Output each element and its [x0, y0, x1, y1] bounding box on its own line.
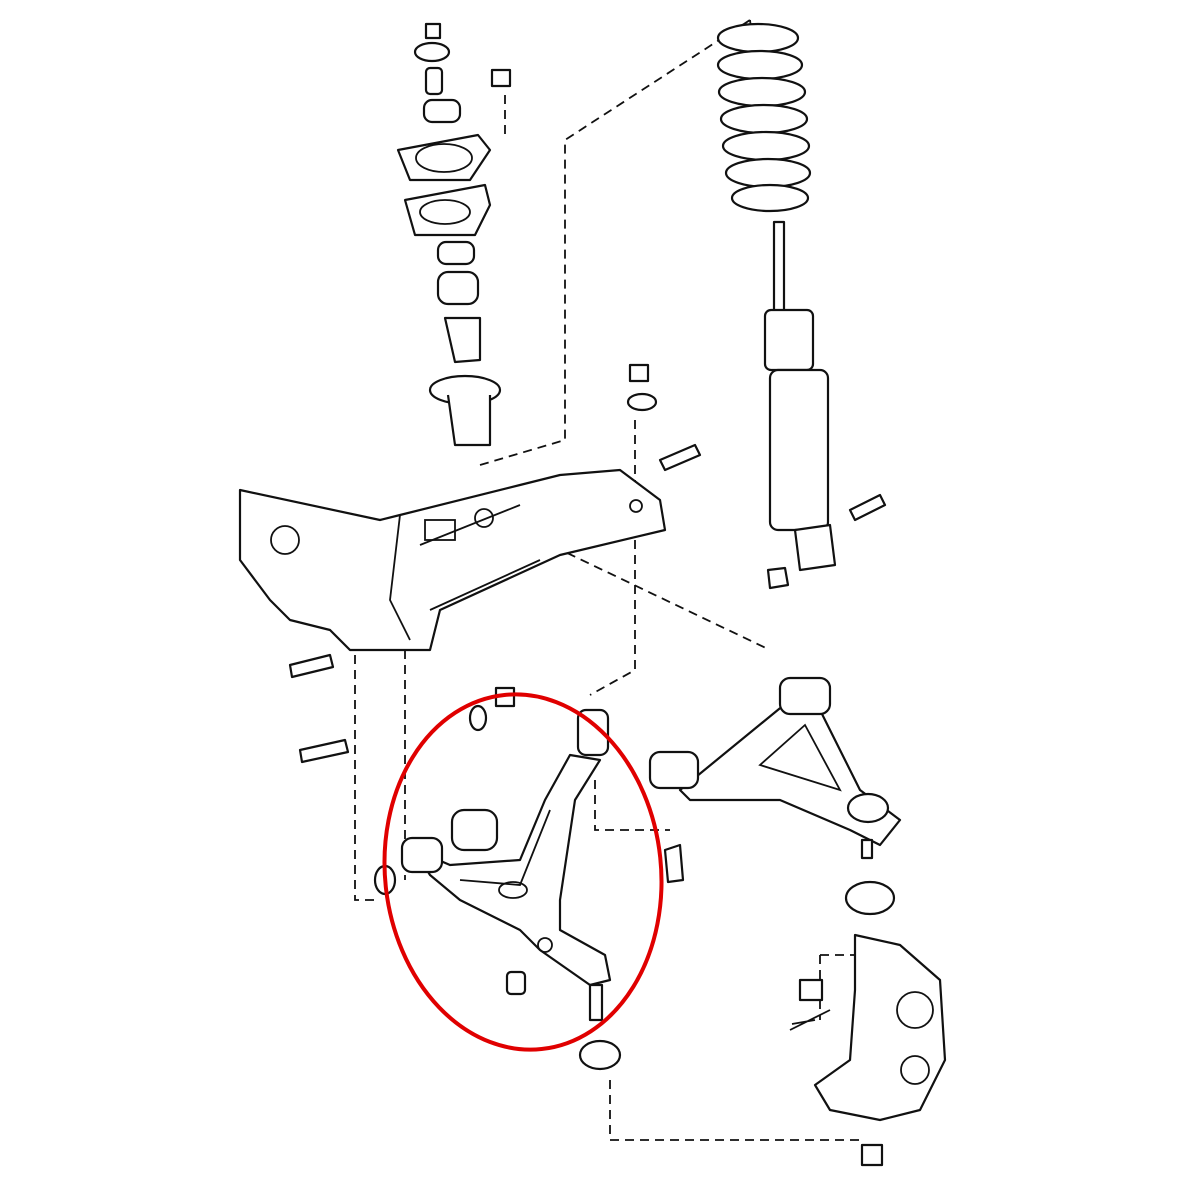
- nut: [766, 566, 790, 590]
- cotter-pin: [789, 1009, 831, 1031]
- strut-plate: [396, 133, 492, 182]
- dust-boot: [844, 880, 896, 916]
- bushing: [422, 98, 462, 124]
- nut: [860, 1143, 884, 1167]
- bolt: [663, 843, 685, 884]
- strut-mount-stack: [396, 22, 512, 447]
- bump-stop: [443, 316, 482, 364]
- shock-absorber: [763, 220, 887, 590]
- bolt: [288, 653, 335, 679]
- coil-spring: [716, 22, 812, 213]
- nut: [505, 970, 527, 996]
- sleeve: [424, 66, 444, 96]
- bolt: [848, 493, 887, 522]
- washer: [626, 392, 658, 412]
- bolt: [298, 738, 350, 764]
- subframe: [238, 363, 702, 764]
- bushing: [436, 240, 476, 266]
- upper-control-arm: [648, 676, 902, 860]
- strut-mount: [403, 183, 492, 237]
- steering-knuckle: [578, 880, 947, 1167]
- bolt: [658, 443, 702, 472]
- dust-boot: [578, 1039, 622, 1071]
- nut: [628, 363, 650, 383]
- washer: [413, 41, 451, 63]
- nut: [798, 978, 824, 1002]
- washer: [468, 704, 488, 732]
- bearing: [436, 270, 480, 306]
- highlight-circle: [382, 692, 664, 1052]
- lower-control-arm: [373, 686, 685, 1022]
- dust-boot: [446, 394, 492, 447]
- nut: [424, 22, 442, 40]
- nut: [490, 68, 512, 88]
